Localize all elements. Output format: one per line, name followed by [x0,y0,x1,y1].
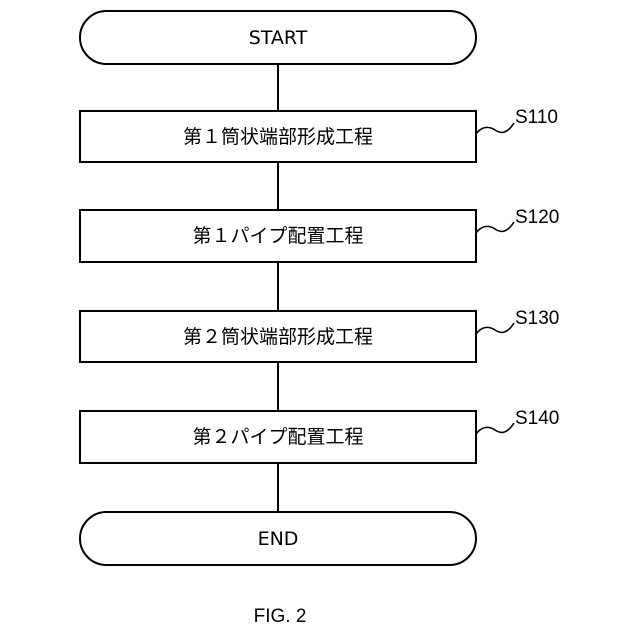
step-id-s130: S130 [515,308,559,329]
process-step-s140: 第２パイプ配置工程 S140 [80,408,559,463]
process-step-s130: 第２筒状端部形成工程 S130 [80,308,559,362]
step-id-s110: S110 [515,107,558,128]
step-text-s120: 第１パイプ配置工程 [192,225,363,247]
leader-s120 [476,222,514,233]
start-label: START [249,27,308,49]
start-terminal: START [80,11,476,64]
process-step-s120: 第１パイプ配置工程 S120 [80,207,559,262]
end-terminal: END [80,512,476,565]
leader-s130 [476,323,514,334]
process-step-s110: 第１筒状端部形成工程 S110 [80,107,558,162]
step-text-s130: 第２筒状端部形成工程 [183,326,373,348]
figure-caption: FIG. 2 [254,606,307,627]
step-text-s110: 第１筒状端部形成工程 [183,126,373,148]
end-label: END [258,528,299,550]
step-text-s140: 第２パイプ配置工程 [192,426,363,448]
step-id-s140: S140 [515,408,559,429]
leader-s110 [476,123,514,134]
step-id-s120: S120 [515,207,559,228]
leader-s140 [476,423,514,434]
